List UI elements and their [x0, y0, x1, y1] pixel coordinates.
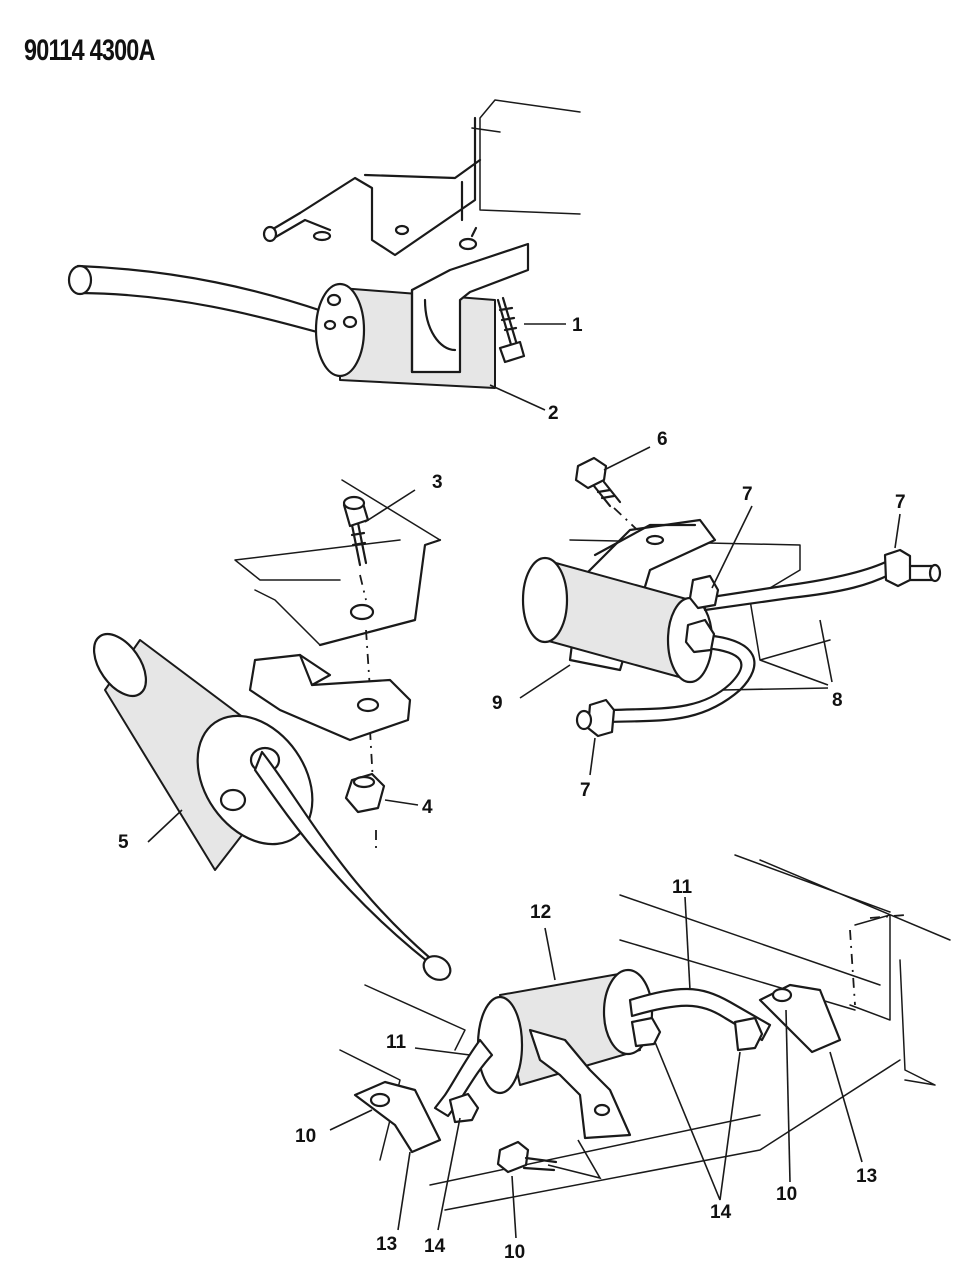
filter-mount-strap	[410, 242, 530, 374]
hose-clamp-14-right	[733, 1016, 764, 1052]
muffler-mount-bracket	[248, 653, 412, 742]
callout-7-c: 7	[580, 780, 591, 801]
screw-1	[496, 296, 519, 350]
bracket-panel	[234, 479, 441, 646]
callout-8: 8	[832, 690, 843, 711]
callout-10-b: 10	[776, 1184, 797, 1205]
callout-labels: 1 2 3 4 5 6 7 7 7 8 9 10 10 10 11 11 12 …	[118, 315, 906, 1263]
hose-clamp-top	[883, 548, 912, 588]
callout-10-a: 10	[295, 1126, 316, 1147]
view-top-filter-assembly	[67, 99, 581, 411]
callout-13-a: 13	[376, 1234, 397, 1255]
callout-12: 12	[530, 902, 551, 923]
hose-clamp-mid	[688, 574, 720, 610]
hose-clamp-14-left	[448, 1092, 480, 1124]
callout-1: 1	[572, 315, 583, 336]
mount-panel	[569, 539, 831, 661]
diagram-code: 90114 4300A	[24, 34, 155, 67]
screw-3	[350, 521, 368, 567]
callout-2: 2	[548, 403, 559, 424]
callout-10-c: 10	[504, 1242, 525, 1263]
callout-5: 5	[118, 832, 129, 853]
callout-11-b: 11	[672, 877, 693, 898]
vent-hose-right	[628, 987, 772, 1042]
callout-4: 4	[422, 797, 433, 818]
fuel-hose-upper	[76, 264, 334, 338]
callout-6: 6	[657, 429, 668, 450]
view-middle-right-filter-assembly	[519, 446, 942, 776]
callout-3: 3	[432, 472, 443, 493]
body-panel-outline	[471, 99, 581, 215]
frame-bracket	[298, 116, 482, 257]
view-bottom-canister-assembly	[329, 854, 951, 1239]
mount-bracket-left	[353, 1080, 442, 1154]
callout-9: 9	[492, 693, 503, 714]
callout-14-a: 14	[424, 1236, 446, 1257]
view-middle-left-muffler-assembly	[92, 479, 452, 981]
frame-rail	[339, 854, 951, 1211]
bolt-10	[496, 1140, 530, 1174]
hose-clamp-14-mid	[630, 1016, 662, 1048]
callout-14-b: 14	[710, 1202, 732, 1223]
callout-11-a: 11	[386, 1032, 407, 1053]
callout-7-b: 7	[895, 492, 906, 513]
bolt-6	[574, 456, 608, 490]
callout-7-a: 7	[742, 484, 753, 505]
callout-13-b: 13	[856, 1166, 877, 1187]
vent-hose-left	[433, 1038, 494, 1118]
